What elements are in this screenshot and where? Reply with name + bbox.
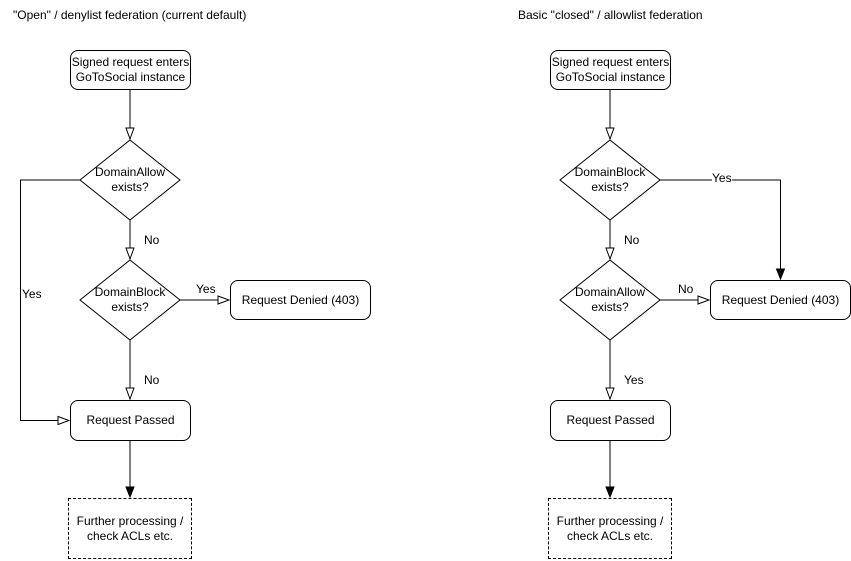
left-passed-node: Request Passed (70, 400, 191, 441)
right-denied-node: Request Denied (403) (710, 280, 851, 320)
right-decision1-diamond (559, 139, 661, 221)
right-label-decision2-no: No (678, 282, 694, 296)
left-label-decision2-yes: Yes (196, 282, 216, 296)
right-chart-title: Basic "closed" / allowlist federation (518, 8, 703, 22)
right-start-node-line1: Signed request enters (551, 55, 670, 69)
left-decision2-label: DomainBlock exists? (80, 260, 180, 340)
left-further-node-line2: check ACLs etc. (86, 528, 174, 543)
right-decision2-diamond (559, 259, 661, 341)
left-start-node-line2: GoToSocial instance (75, 70, 186, 84)
left-further-node-line1: Further processing / (76, 513, 184, 528)
left-label-decision1-yes: Yes (22, 287, 42, 301)
right-decision2-line2: exists? (591, 300, 629, 314)
left-further-node: Further processing / check ACLs etc. (68, 498, 192, 559)
right-label-decision1-no: No (624, 233, 640, 247)
left-decision2-diamond (79, 259, 181, 341)
right-start-node-line2: GoToSocial instance (555, 70, 666, 84)
right-denied-node-label: Request Denied (403) (721, 292, 840, 307)
left-passed-node-label: Request Passed (86, 413, 175, 427)
right-passed-node-label: Request Passed (566, 413, 655, 427)
right-decision1-line1: DomainBlock (574, 165, 646, 179)
left-label-decision1-no: No (144, 233, 160, 247)
left-chart-title: "Open" / denylist federation (current de… (13, 8, 247, 22)
right-decision1-line2: exists? (591, 180, 629, 194)
right-label-decision2-yes: Yes (624, 373, 644, 387)
left-denied-node-label: Request Denied (403) (241, 292, 360, 307)
left-decision1-diamond (79, 139, 181, 221)
left-decision2-line1: DomainBlock (94, 285, 166, 299)
right-decision1-label: DomainBlock exists? (560, 140, 660, 220)
left-denied-node: Request Denied (403) (230, 280, 371, 320)
right-passed-node: Request Passed (550, 400, 671, 441)
left-decision1-line2: exists? (111, 180, 149, 194)
right-edge-decision1-yes-to-denied (660, 179, 781, 279)
right-further-node-line2: check ACLs etc. (566, 528, 654, 543)
left-decision1-line1: DomainAllow (94, 165, 166, 179)
left-edge-decision1-yes-loop-to-passed (20, 179, 80, 421)
right-further-node: Further processing / check ACLs etc. (548, 498, 672, 559)
right-start-node: Signed request enters GoToSocial instanc… (550, 50, 671, 90)
left-start-node: Signed request enters GoToSocial instanc… (70, 50, 191, 90)
right-label-decision1-yes: Yes (712, 171, 732, 185)
right-further-node-line1: Further processing / (556, 513, 664, 528)
right-decision2-label: DomainAllow exists? (560, 260, 660, 340)
right-decision2-line1: DomainAllow (574, 285, 646, 299)
left-decision1-label: DomainAllow exists? (80, 140, 180, 220)
left-start-node-line1: Signed request enters (71, 55, 190, 69)
left-decision2-line2: exists? (111, 300, 149, 314)
left-label-decision2-no: No (144, 373, 160, 387)
